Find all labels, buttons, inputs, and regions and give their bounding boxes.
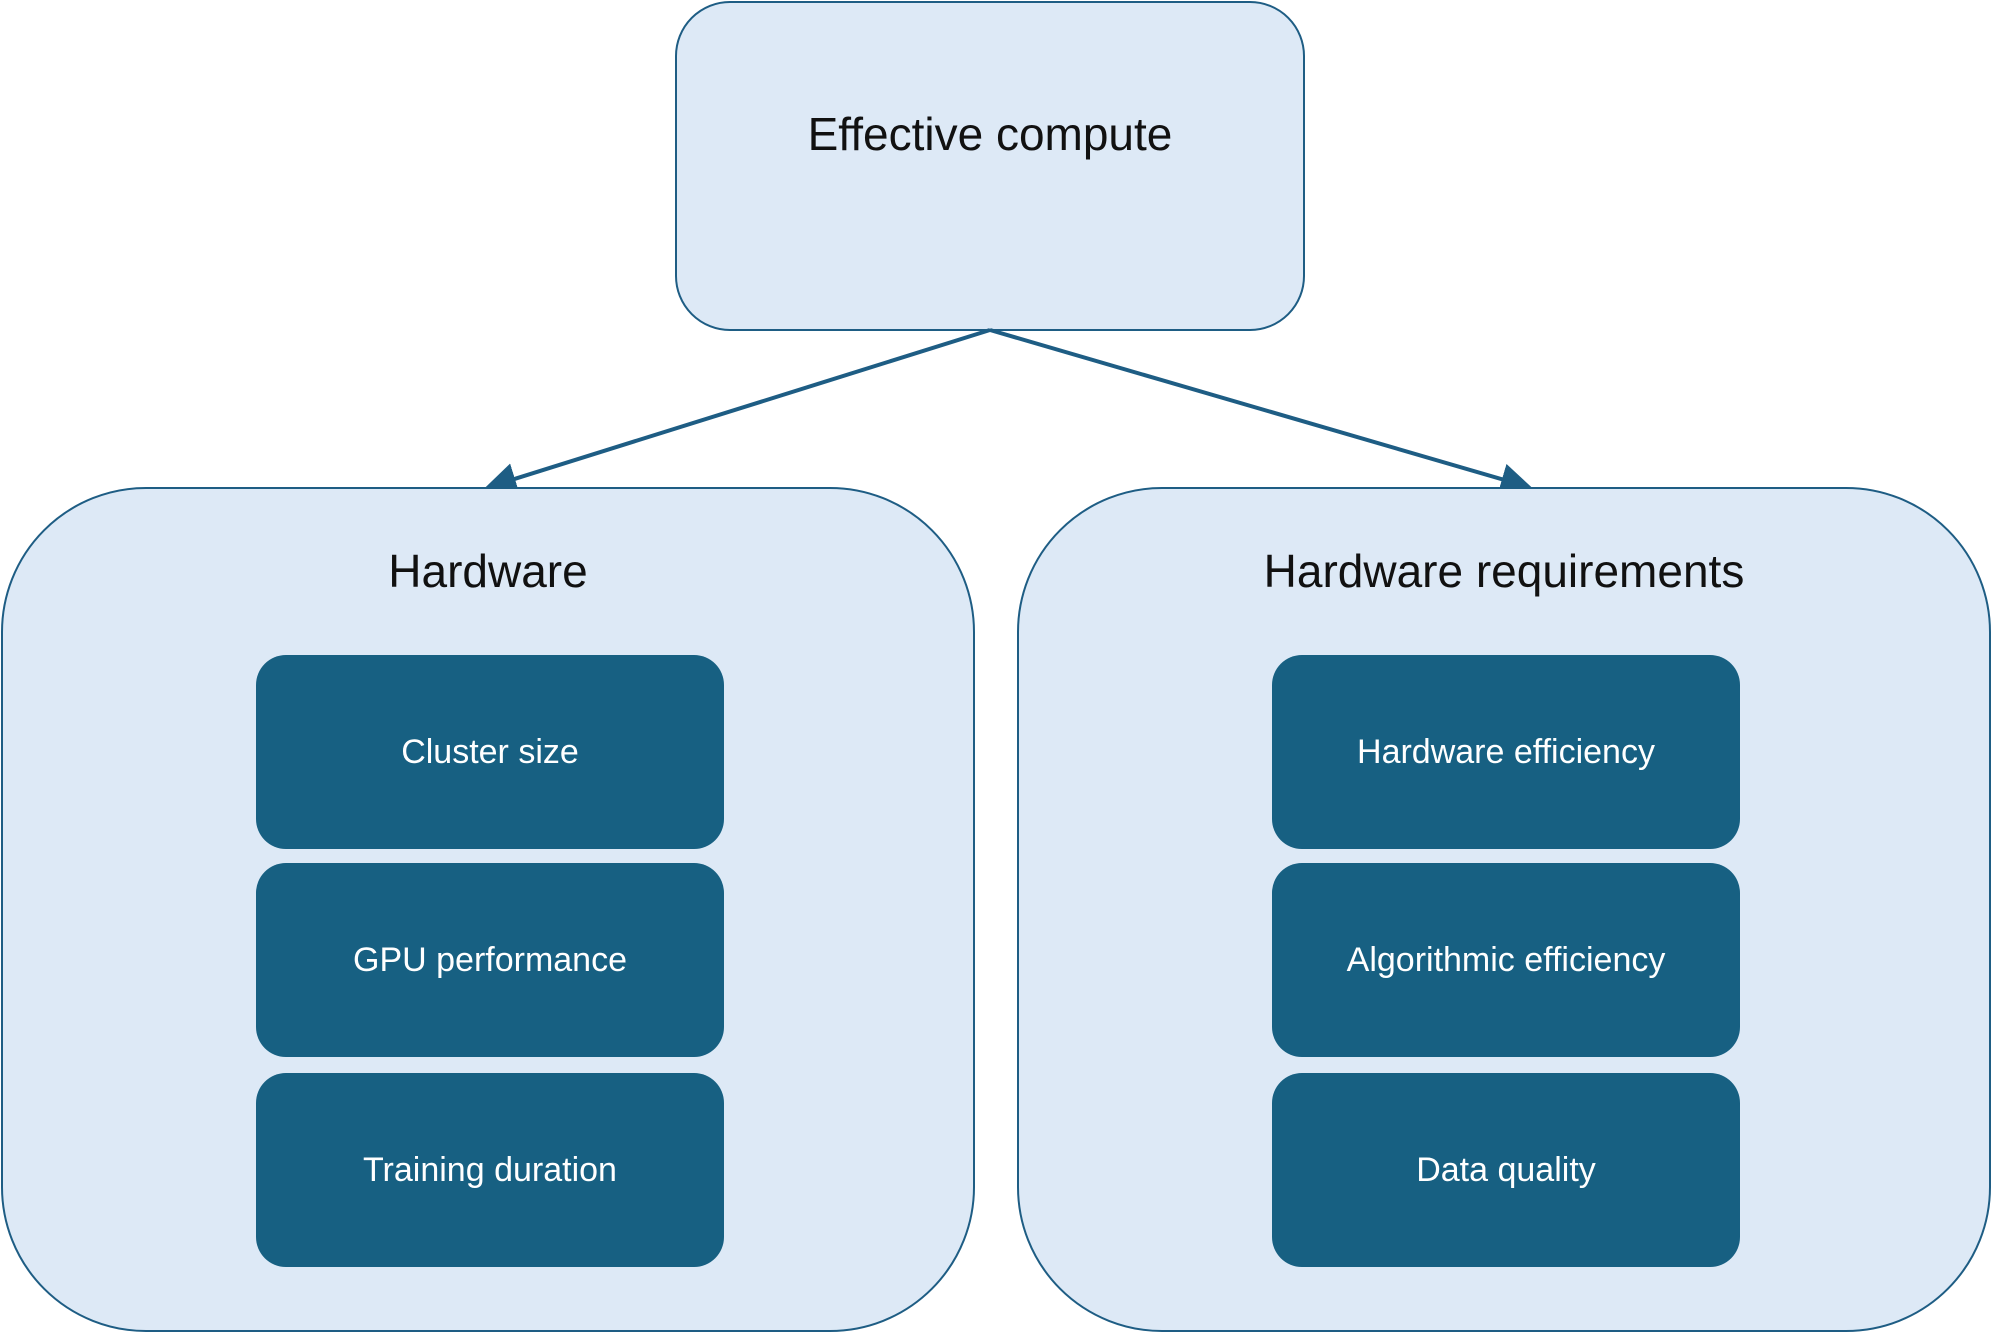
root-node: Effective compute [675, 1, 1305, 331]
node-algorithmic-efficiency: Algorithmic efficiency [1272, 863, 1740, 1057]
node-training-duration: Training duration [256, 1073, 724, 1267]
arrow-to-hardware-requirements [989, 328, 1533, 495]
group-title-hardware-requirements: Hardware requirements [1263, 545, 1745, 597]
node-hardware-efficiency: Hardware efficiency [1272, 655, 1740, 849]
root-node-label: Effective compute [807, 108, 1173, 160]
group-hardware-requirements: Hardware requirements Hardware efficienc… [1017, 487, 1991, 1332]
arrow-to-hardware [484, 328, 991, 495]
node-data-quality: Data quality [1272, 1073, 1740, 1267]
node-gpu-performance: GPU performance [256, 863, 724, 1057]
node-cluster-size: Cluster size [256, 655, 724, 849]
group-title-hardware: Hardware [388, 545, 588, 597]
group-hardware: Hardware Cluster size GPU performance Tr… [1, 487, 975, 1332]
